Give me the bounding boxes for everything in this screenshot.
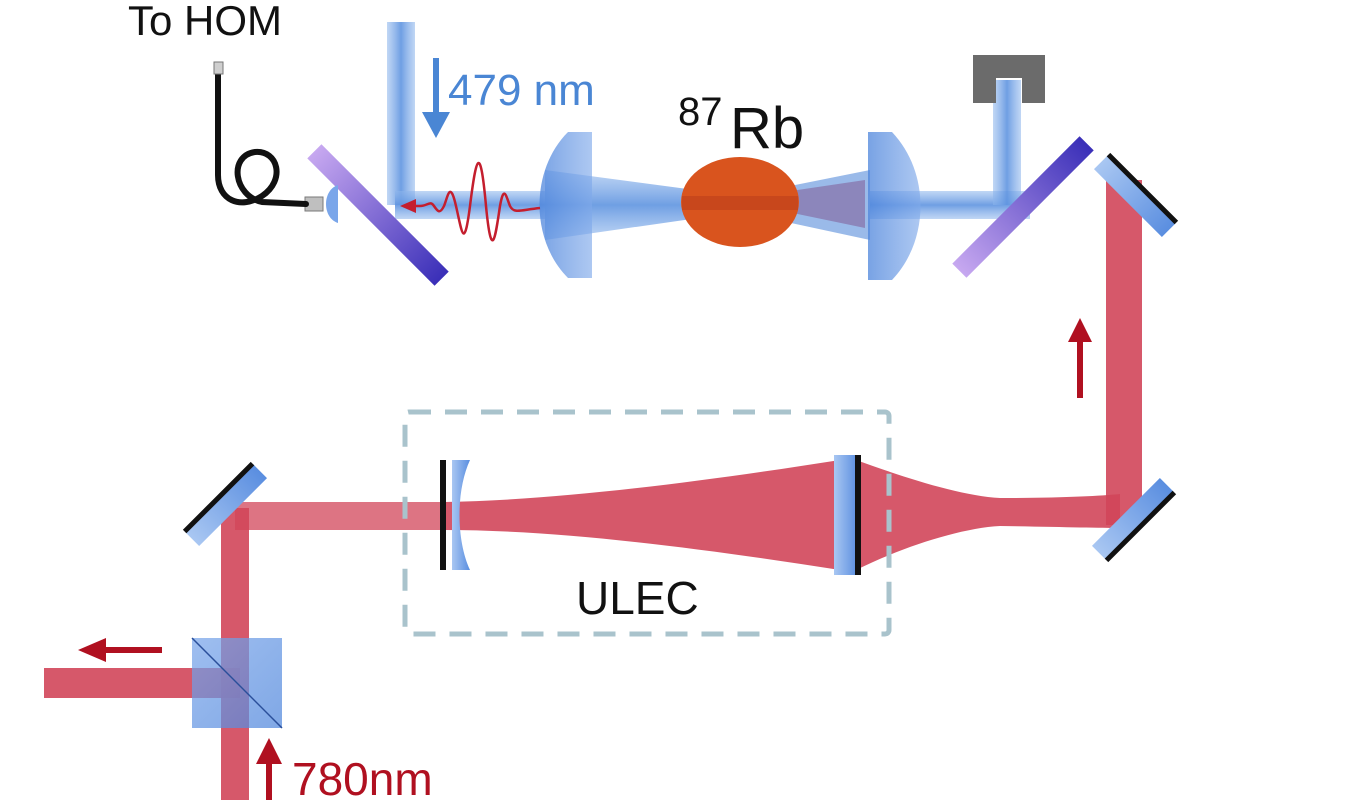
label-blue-wavelength: 479 nm <box>448 66 595 115</box>
blue-beam-path <box>387 22 1030 240</box>
beam-dump-icon <box>973 55 1045 103</box>
blue-beam-to-dump <box>993 80 1021 205</box>
mirror-top-right <box>1093 152 1179 238</box>
blue-beam-input-vertical <box>387 22 415 205</box>
red-beam-right-vertical <box>1106 180 1142 525</box>
label-to-hom: To HOM <box>128 0 282 44</box>
label-red-wavelength: 780nm <box>292 753 433 800</box>
mirror-bottom-right <box>1091 477 1177 563</box>
photon-arrowhead <box>400 199 416 213</box>
label-cavity: ULEC <box>576 572 699 624</box>
aspheric-lens-right <box>868 132 921 280</box>
aspheric-lens-left <box>539 132 592 278</box>
mirror-bottom-left <box>182 461 268 547</box>
blue-beam-expand <box>740 170 870 240</box>
label-atom-symbol: Rb <box>730 96 804 161</box>
fiber-coupler-icon <box>213 61 338 223</box>
dichroic-mirror-left <box>307 144 449 286</box>
blue-direction-arrow-icon <box>422 58 450 138</box>
red-beam-to-cavity <box>235 502 445 530</box>
label-atom-mass-number: 87 <box>678 90 723 134</box>
blue-beam-focus <box>545 170 740 240</box>
ulec-cavity-box <box>402 409 892 637</box>
cavity-mirror-input <box>440 460 470 570</box>
red-beam-waist <box>856 460 1120 570</box>
beam-splitter-cube <box>191 637 283 729</box>
optical-fiber-cable <box>215 67 309 207</box>
dichroic-mirror-right <box>952 136 1094 278</box>
beam-through-atoms <box>682 196 798 210</box>
single-photon-wave-icon <box>412 162 541 242</box>
cavity-mirror-output <box>834 455 861 575</box>
red-beam-cavity-mode <box>445 460 840 570</box>
beam-direction-arrow-icon <box>78 318 1092 800</box>
